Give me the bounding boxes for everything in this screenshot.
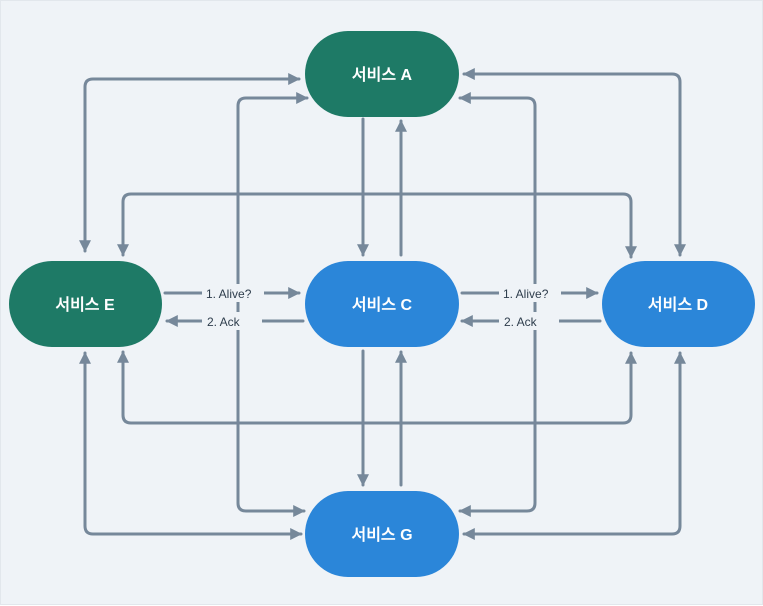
arrow-a-g-right — [458, 92, 537, 517]
arrow-e-a — [79, 73, 301, 253]
node-service-g[interactable]: 서비스 G — [305, 491, 459, 577]
arrow-a-d — [462, 68, 686, 257]
edge-label-e-c-request: 1. Alive? — [206, 287, 252, 301]
edge-label-d-c-response: 2. Ack — [504, 315, 538, 329]
node-service-a-label: 서비스 A — [352, 66, 413, 84]
node-service-e[interactable]: 서비스 E — [9, 261, 162, 347]
arrow-d-g — [462, 351, 686, 540]
node-service-e-label: 서비스 E — [55, 296, 115, 314]
node-service-a[interactable]: 서비스 A — [305, 31, 459, 117]
node-service-d-label: 서비스 D — [648, 296, 708, 314]
edge-label-c-e-response: 2. Ack — [207, 315, 241, 329]
node-service-d[interactable]: 서비스 D — [602, 261, 755, 347]
arrow-a-g-left — [236, 92, 309, 517]
node-service-g-label: 서비스 G — [351, 526, 412, 544]
arrow-e-d-bottom — [117, 350, 637, 425]
node-service-c-label: 서비스 C — [352, 296, 413, 314]
node-service-c[interactable]: 서비스 C — [305, 261, 459, 347]
edge-label-c-d-request: 1. Alive? — [503, 287, 549, 301]
arrow-e-d-top — [117, 192, 637, 259]
edge-labels: 1. Alive? 2. Ack 1. Alive? 2. Ack — [202, 284, 561, 330]
arrow-e-g — [79, 351, 303, 540]
